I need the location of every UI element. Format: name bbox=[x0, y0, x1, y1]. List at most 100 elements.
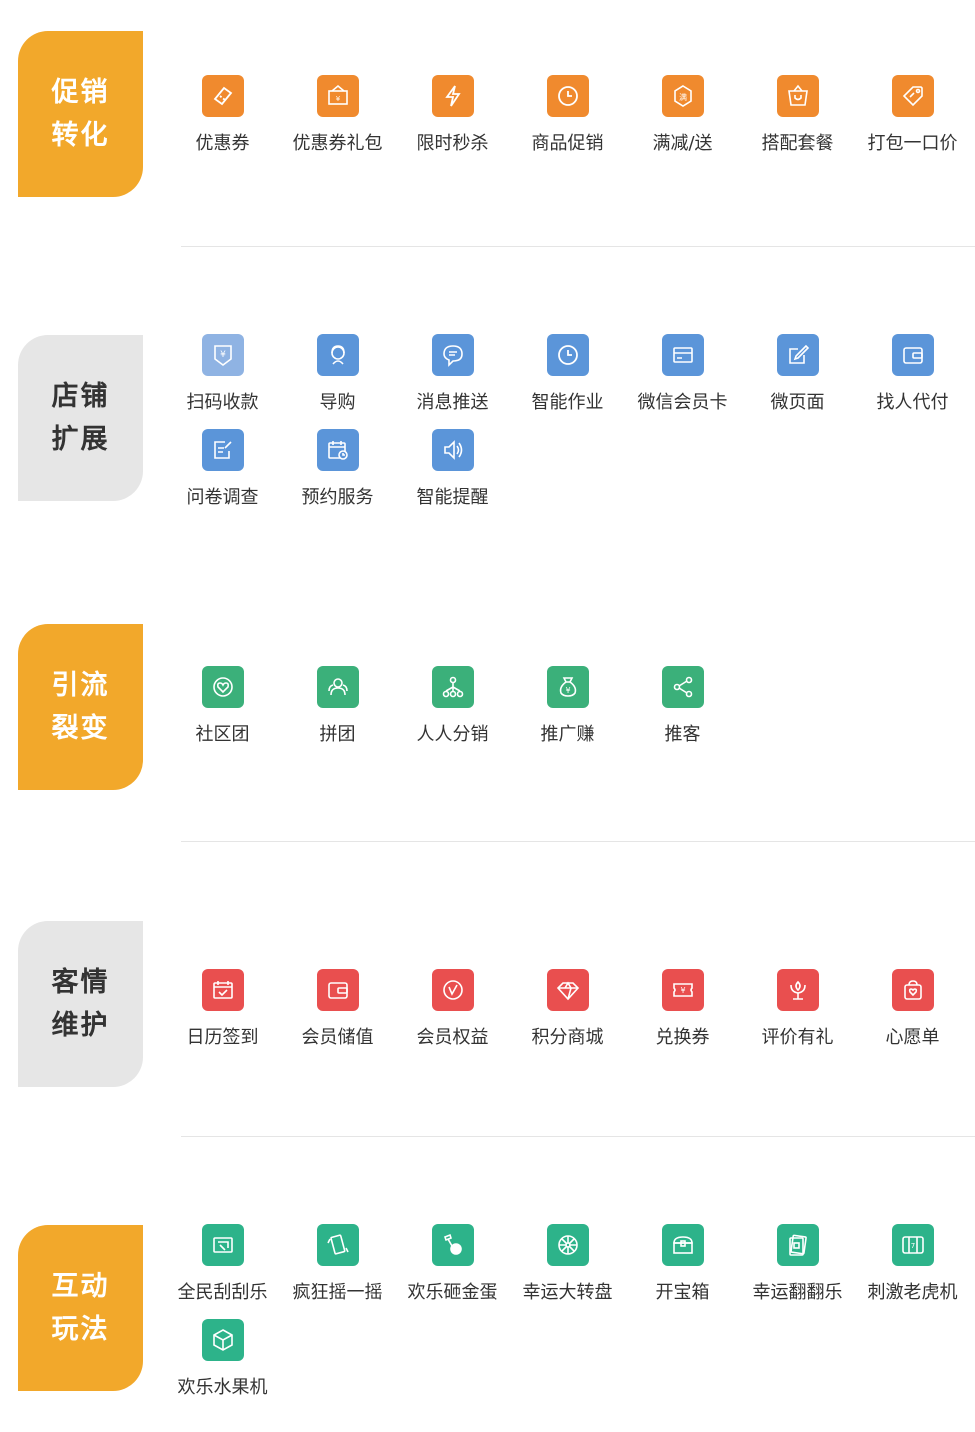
feature-lucky-wheel[interactable]: 幸运大转盘 bbox=[510, 1224, 625, 1314]
feature-scratch-card[interactable]: 全民刮刮乐 bbox=[165, 1224, 280, 1314]
heart-circle-icon bbox=[201, 666, 244, 708]
feature-survey[interactable]: 问卷调查 bbox=[165, 429, 280, 519]
feature-member-rights[interactable]: 会员权益 bbox=[395, 969, 510, 1059]
svg-text:¥: ¥ bbox=[335, 95, 340, 103]
distribution-icon bbox=[431, 666, 474, 708]
feature-label: 日历签到 bbox=[186, 1027, 259, 1048]
feature-label: 优惠券 bbox=[195, 133, 250, 154]
feature-coupon-pack[interactable]: ¥ 优惠券礼包 bbox=[280, 75, 395, 165]
slot-machine-icon: 7 bbox=[891, 1224, 934, 1266]
feature-points-mall[interactable]: 积分商城 bbox=[510, 969, 625, 1059]
tag-line-1: 客情 bbox=[51, 967, 110, 998]
feature-community-group[interactable]: 社区团 bbox=[165, 666, 280, 756]
tag-line-2: 玩法 bbox=[51, 1314, 110, 1345]
tag-line-2: 转化 bbox=[51, 120, 110, 151]
message-icon bbox=[431, 334, 474, 376]
edit-icon bbox=[776, 334, 819, 376]
tag-line-1: 互动 bbox=[51, 1271, 110, 1302]
feature-flash-sale[interactable]: 限时秒杀 bbox=[395, 75, 510, 165]
feature-label: 导购 bbox=[319, 392, 356, 413]
feature-guide[interactable]: 导购 bbox=[280, 334, 395, 424]
section-tag-interactive: 互动 玩法 bbox=[18, 1225, 143, 1391]
tag-line-1: 促销 bbox=[51, 77, 110, 108]
calendar-clock-icon bbox=[316, 429, 359, 471]
ticket-icon: ¥ bbox=[661, 969, 704, 1011]
feature-flip-card[interactable]: 幸运翻翻乐 bbox=[740, 1224, 855, 1314]
feature-golden-egg[interactable]: 欢乐砸金蛋 bbox=[395, 1224, 510, 1314]
feature-group-buy[interactable]: 拼团 bbox=[280, 666, 395, 756]
feature-label: 全民刮刮乐 bbox=[177, 1282, 268, 1303]
feature-label: 限时秒杀 bbox=[416, 133, 489, 154]
feature-bundle-price[interactable]: 打包一口价 bbox=[855, 75, 970, 165]
feature-smart-reminder[interactable]: 智能提醒 bbox=[395, 429, 510, 519]
feature-label: 兑换券 bbox=[655, 1027, 710, 1048]
feature-promote-earn[interactable]: ¥ 推广赚 bbox=[510, 666, 625, 756]
feature-voucher[interactable]: ¥ 兑换券 bbox=[625, 969, 740, 1059]
bag-icon bbox=[776, 75, 819, 117]
wheel-icon bbox=[546, 1224, 589, 1266]
feature-full-reduction[interactable]: 满 满减/送 bbox=[625, 75, 740, 165]
feature-label: 智能提醒 bbox=[416, 487, 489, 508]
feature-label: 刺激老虎机 bbox=[867, 1282, 958, 1303]
feature-shake[interactable]: 疯狂摇一摇 bbox=[280, 1224, 395, 1314]
feature-promoter[interactable]: 推客 bbox=[625, 666, 740, 756]
feature-review-gift[interactable]: 评价有礼 bbox=[740, 969, 855, 1059]
feature-slot-machine[interactable]: 7 刺激老虎机 bbox=[855, 1224, 970, 1314]
feature-label: 问卷调查 bbox=[186, 487, 259, 508]
feature-label: 推广赚 bbox=[540, 724, 595, 745]
feature-label: 幸运翻翻乐 bbox=[752, 1282, 843, 1303]
feature-label: 扫码收款 bbox=[186, 392, 259, 413]
shake-icon bbox=[316, 1224, 359, 1266]
feature-label: 心愿单 bbox=[885, 1027, 940, 1048]
feature-booking[interactable]: 预约服务 bbox=[280, 429, 395, 519]
section-divider bbox=[181, 841, 975, 842]
tag-line-1: 引流 bbox=[51, 670, 110, 701]
svg-text:满: 满 bbox=[679, 92, 687, 102]
lightning-icon bbox=[431, 75, 474, 117]
flower-icon bbox=[776, 969, 819, 1011]
section-tag-store: 店铺 扩展 bbox=[18, 335, 143, 501]
feature-proxy-pay[interactable]: 找人代付 bbox=[855, 334, 970, 424]
feature-label: 会员储值 bbox=[301, 1027, 374, 1048]
svg-text:¥: ¥ bbox=[220, 350, 226, 360]
coupon-icon bbox=[201, 75, 244, 117]
feature-micro-page[interactable]: 微页面 bbox=[740, 334, 855, 424]
feature-label: 拼团 bbox=[319, 724, 356, 745]
feature-product-promo[interactable]: 商品促销 bbox=[510, 75, 625, 165]
svg-text:¥: ¥ bbox=[680, 986, 685, 995]
feature-wishlist[interactable]: 心愿单 bbox=[855, 969, 970, 1059]
feature-message-push[interactable]: 消息推送 bbox=[395, 334, 510, 424]
full-reduction-icon: 满 bbox=[661, 75, 704, 117]
svg-text:7: 7 bbox=[910, 1242, 914, 1250]
section-tag-promotion: 促销 转化 bbox=[18, 31, 143, 197]
svg-text:¥: ¥ bbox=[565, 686, 570, 695]
tag-line-2: 裂变 bbox=[51, 713, 110, 744]
feature-fruit-machine[interactable]: 欢乐水果机 bbox=[165, 1319, 280, 1409]
scratch-card-icon bbox=[201, 1224, 244, 1266]
feature-label: 积分商城 bbox=[531, 1027, 604, 1048]
coupon-pack-icon: ¥ bbox=[316, 75, 359, 117]
feature-stored-value[interactable]: 会员储值 bbox=[280, 969, 395, 1059]
feature-label: 预约服务 bbox=[301, 487, 374, 508]
speaker-icon bbox=[431, 429, 474, 471]
feature-calendar-checkin[interactable]: 日历签到 bbox=[165, 969, 280, 1059]
section-tag-customer: 客情 维护 bbox=[18, 921, 143, 1087]
feature-smart-task[interactable]: 智能作业 bbox=[510, 334, 625, 424]
feature-label: 社区团 bbox=[195, 724, 250, 745]
wallet-icon bbox=[316, 969, 359, 1011]
feature-distribution[interactable]: 人人分销 bbox=[395, 666, 510, 756]
wallet-icon bbox=[891, 334, 934, 376]
feature-label: 消息推送 bbox=[416, 392, 489, 413]
feature-wechat-card[interactable]: 微信会员卡 bbox=[625, 334, 740, 424]
clock-icon bbox=[546, 334, 589, 376]
wish-bag-icon bbox=[891, 969, 934, 1011]
feature-label: 优惠券礼包 bbox=[292, 133, 383, 154]
feature-qr-pay[interactable]: ¥ 扫码收款 bbox=[165, 334, 280, 424]
feature-label: 人人分销 bbox=[416, 724, 489, 745]
feature-treasure-box[interactable]: 开宝箱 bbox=[625, 1224, 740, 1314]
clock-icon bbox=[546, 75, 589, 117]
rights-icon bbox=[431, 969, 474, 1011]
section-divider bbox=[181, 1136, 975, 1137]
feature-coupon[interactable]: 优惠券 bbox=[165, 75, 280, 165]
feature-combo[interactable]: 搭配套餐 bbox=[740, 75, 855, 165]
